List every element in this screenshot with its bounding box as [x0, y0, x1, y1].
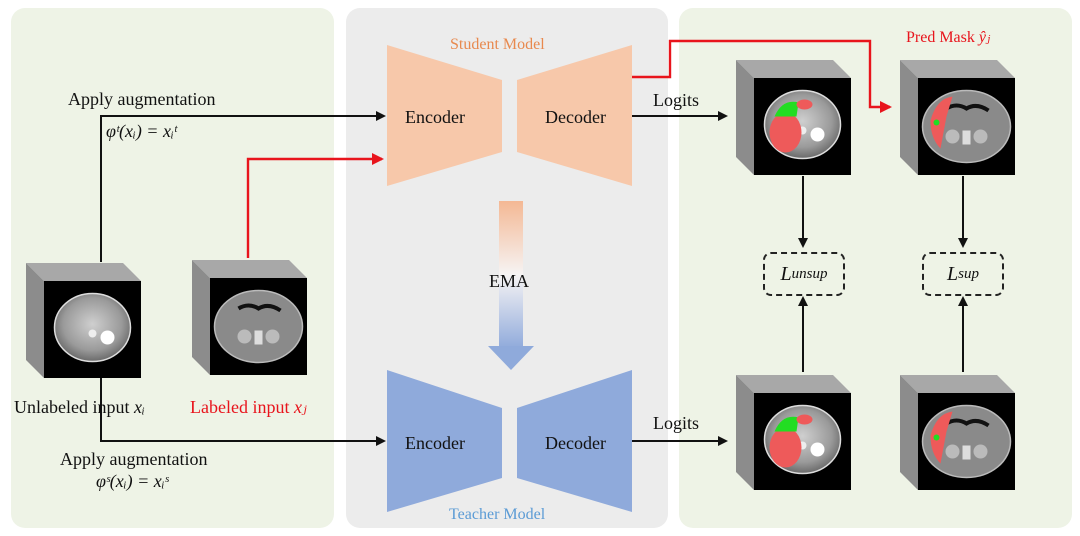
student-decoder-shape [517, 45, 632, 186]
labeled-connectors [246, 39, 892, 258]
ground-truth-cube [900, 375, 1015, 490]
connectors [100, 111, 968, 446]
strong-aug-path [100, 360, 386, 446]
labeled-ct-cube [192, 260, 307, 375]
ema-label: EMA [489, 271, 529, 291]
teacher-decoder-shape [517, 370, 632, 512]
ema-arrow [488, 201, 534, 370]
student-decoder-label: Decoder [545, 107, 606, 127]
unlabeled-input-var: xᵢ [133, 397, 145, 417]
teacher-encoder-label: Encoder [405, 433, 465, 453]
top-augmentation-title: Apply augmentation [68, 89, 216, 109]
pred-mask-var: ŷⱼ [978, 29, 991, 46]
pred-mask-cube [900, 60, 1015, 175]
student-encoder-label: Encoder [405, 107, 465, 127]
student-logits-label: Logits [653, 90, 700, 110]
labeled-input-var: xⱼ [293, 397, 307, 417]
student-model-title: Student Model [450, 36, 545, 53]
labeled-input-path [246, 153, 384, 258]
loss-sup-subscript: sup [958, 265, 979, 282]
teacher-output-cube [736, 375, 851, 490]
teacher-decoder-label: Decoder [545, 433, 606, 453]
bottom-augmentation-title: Apply augmentation [60, 449, 208, 469]
bottom-augmentation-formula: φˢ(xᵢ) = xᵢˢ [96, 471, 169, 491]
student-output-cube [736, 60, 851, 175]
top-augmentation-formula: φᵗ(xᵢ) = xᵢᵗ [106, 121, 177, 141]
teacher-logits-label: Logits [653, 413, 700, 433]
labeled-input-text: Labeled input [190, 397, 290, 417]
teacher-model-title: Teacher Model [449, 506, 546, 523]
labeled-input-label: Labeled input xⱼ [190, 398, 307, 416]
loss-unsup-subscript: unsup [791, 265, 828, 282]
unlabeled-ct-cube [26, 263, 141, 378]
unlabeled-input-text: Unlabeled input [14, 397, 130, 417]
loss-unsup-symbol: L [780, 262, 792, 285]
student-encoder-shape [387, 45, 502, 186]
weak-aug-path [100, 111, 386, 262]
loss-sup-symbol: L [947, 262, 959, 285]
pred-mask-text: Pred Mask [906, 29, 975, 46]
pred-mask-label: Pred Mask ŷⱼ [906, 30, 990, 46]
pred-mask-path [632, 39, 892, 113]
teacher-encoder-shape [387, 370, 502, 512]
unlabeled-input-label: Unlabeled input xᵢ [14, 398, 145, 416]
